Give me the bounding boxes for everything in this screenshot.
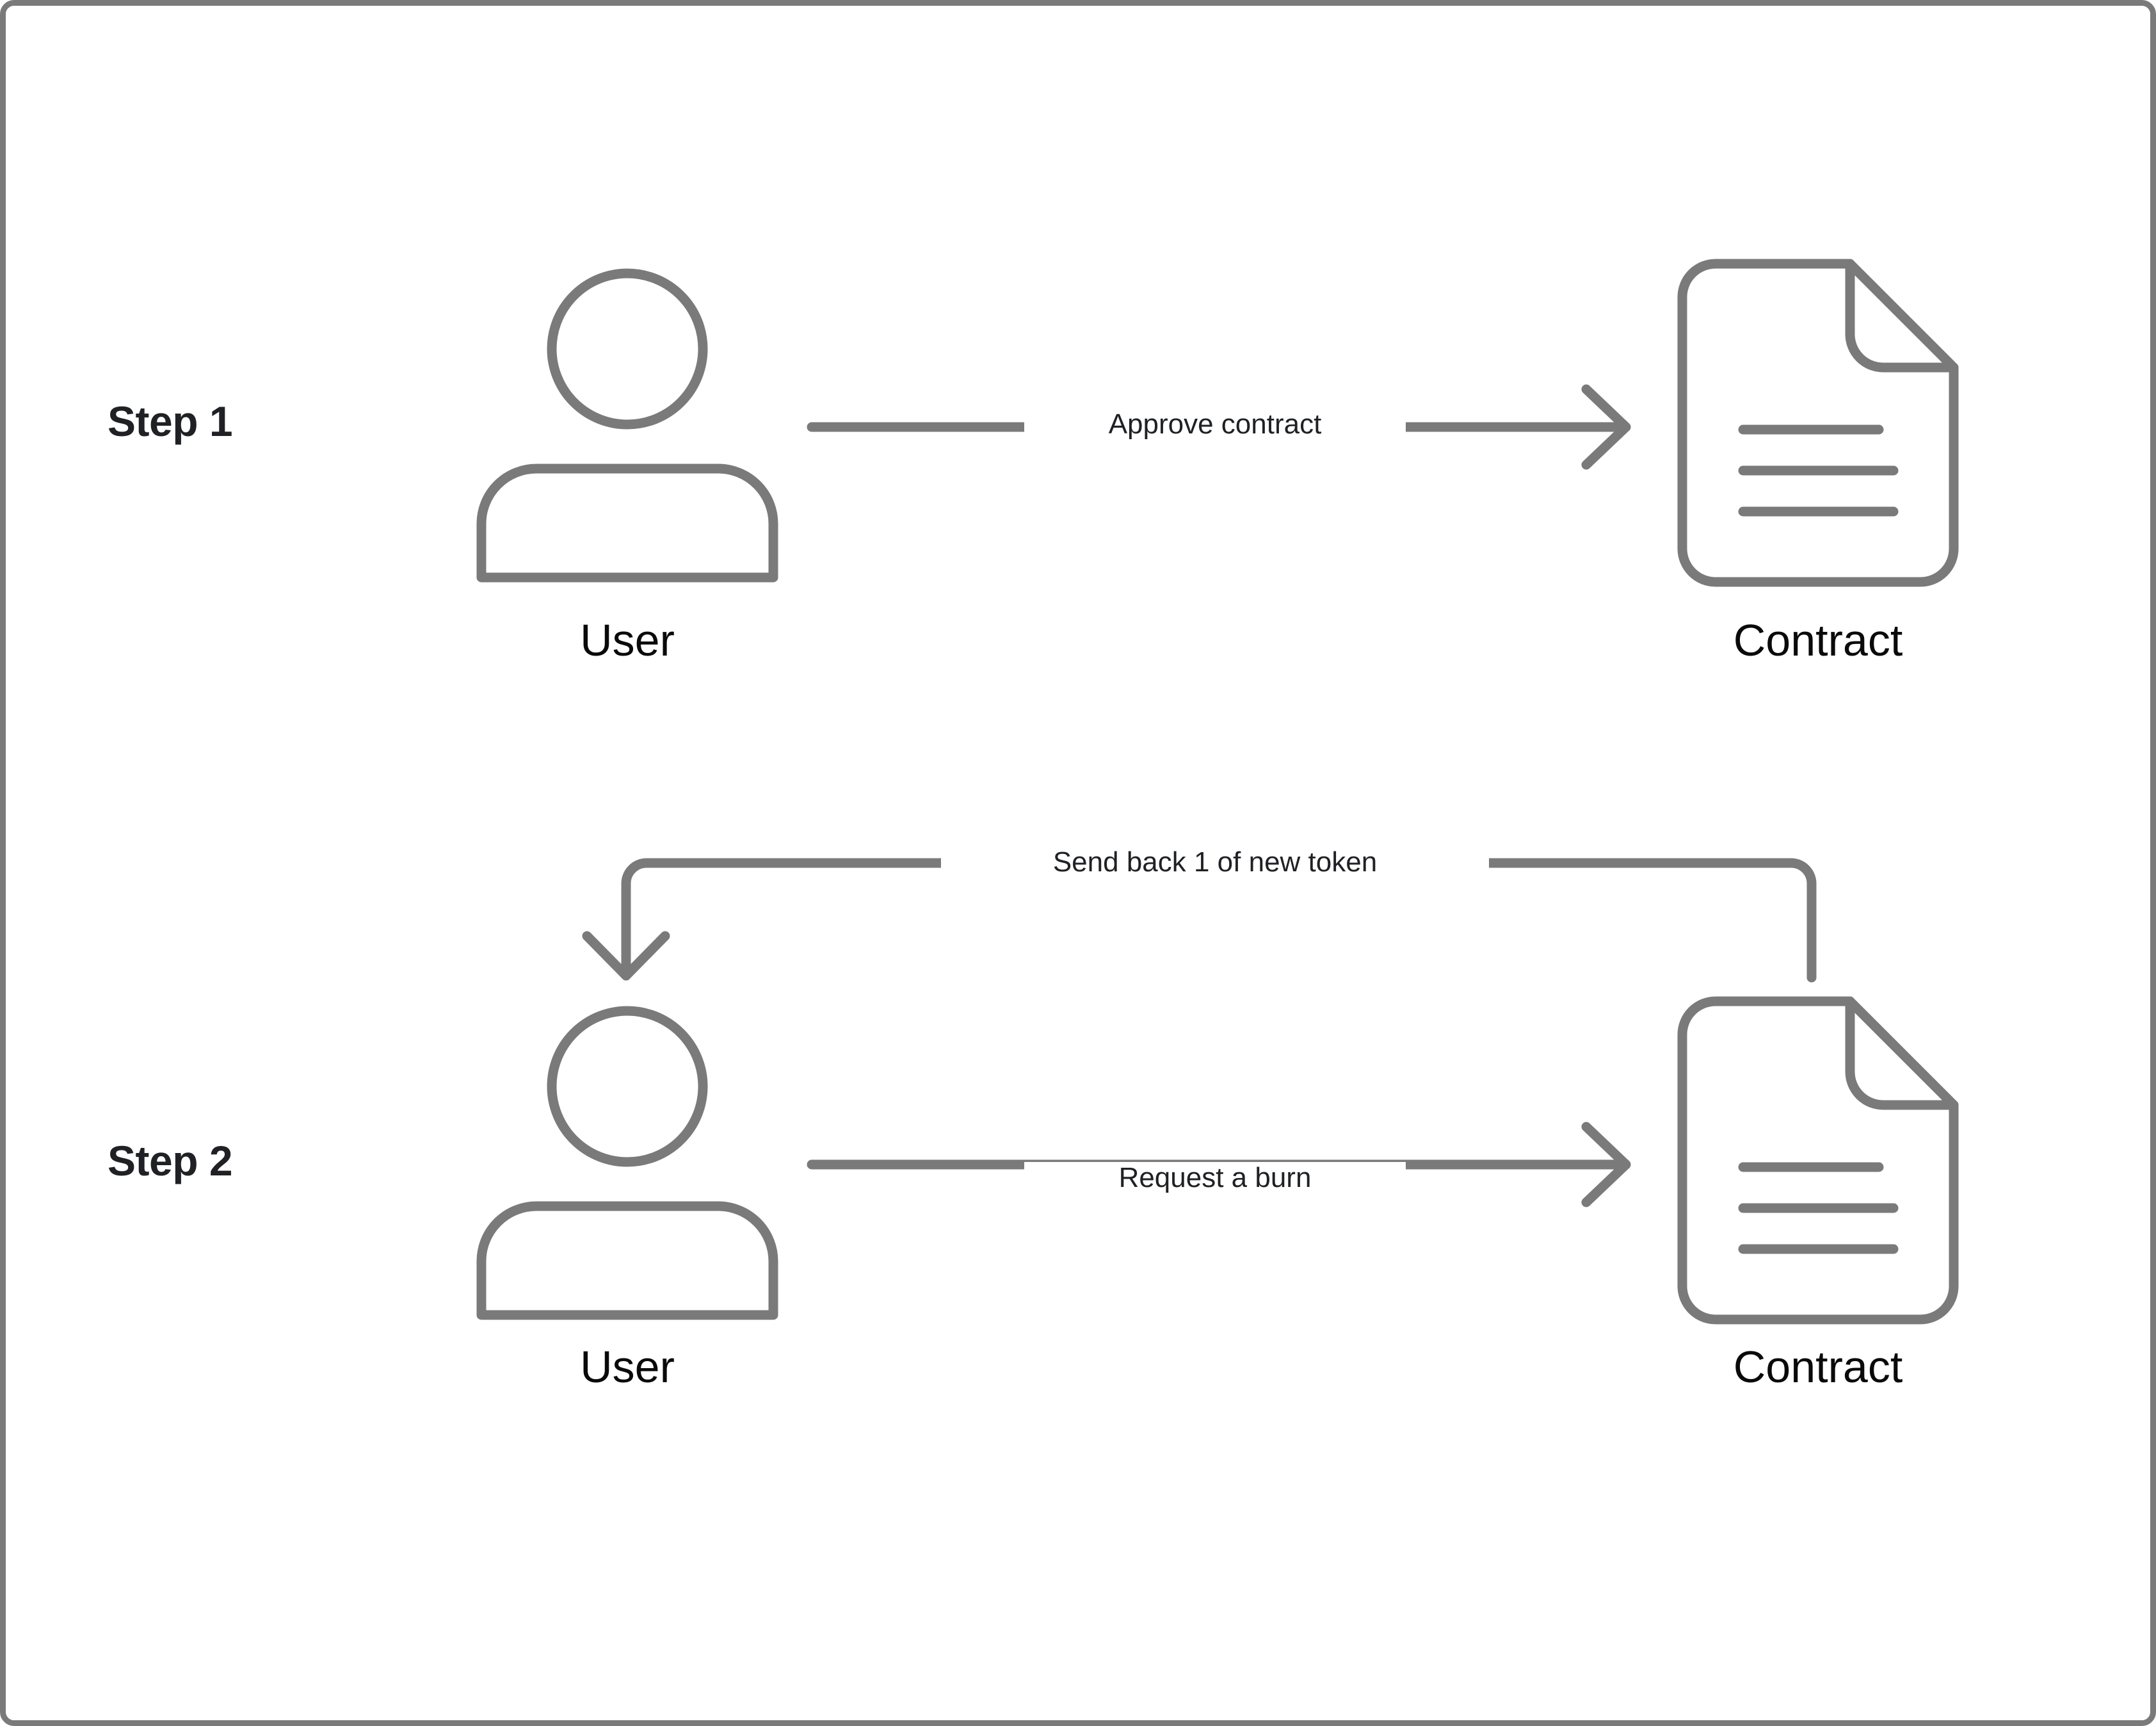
user-icon bbox=[476, 1006, 778, 1320]
user-head-shape bbox=[547, 268, 708, 430]
edge-loop-path bbox=[621, 858, 1817, 983]
document-icon bbox=[1677, 996, 1959, 1325]
arrowhead-right-icon bbox=[1581, 384, 1631, 470]
node-caption-contract-step2: Contract bbox=[1733, 1342, 1903, 1392]
arrowhead-down-icon bbox=[582, 931, 670, 981]
step-1-label: Step 1 bbox=[108, 398, 233, 445]
node-caption-contract-step1: Contract bbox=[1733, 615, 1903, 665]
step-2-label: Step 2 bbox=[108, 1137, 233, 1184]
user-head-shape bbox=[547, 1006, 708, 1167]
edge-label-send-back-token: Send back 1 of new token bbox=[941, 846, 1489, 878]
document-fold-corner bbox=[1845, 259, 1959, 373]
node-caption-user-step1: User bbox=[580, 615, 675, 665]
arrowhead-right-icon bbox=[1581, 1122, 1631, 1207]
node-caption-user-step2: User bbox=[580, 1342, 675, 1392]
edge-label-approve-contract: Approve contract bbox=[1024, 408, 1406, 440]
edge-label-request-a-burn: Request a burn bbox=[1024, 1162, 1406, 1194]
user-body-shape bbox=[476, 1201, 778, 1320]
document-icon bbox=[1677, 259, 1959, 587]
document-page-shape bbox=[1677, 259, 1959, 587]
user-icon bbox=[476, 268, 778, 583]
document-page-shape bbox=[1677, 996, 1959, 1325]
document-fold-corner bbox=[1845, 996, 1959, 1110]
user-body-shape bbox=[476, 464, 778, 583]
edge-send-back-token bbox=[582, 858, 1817, 983]
